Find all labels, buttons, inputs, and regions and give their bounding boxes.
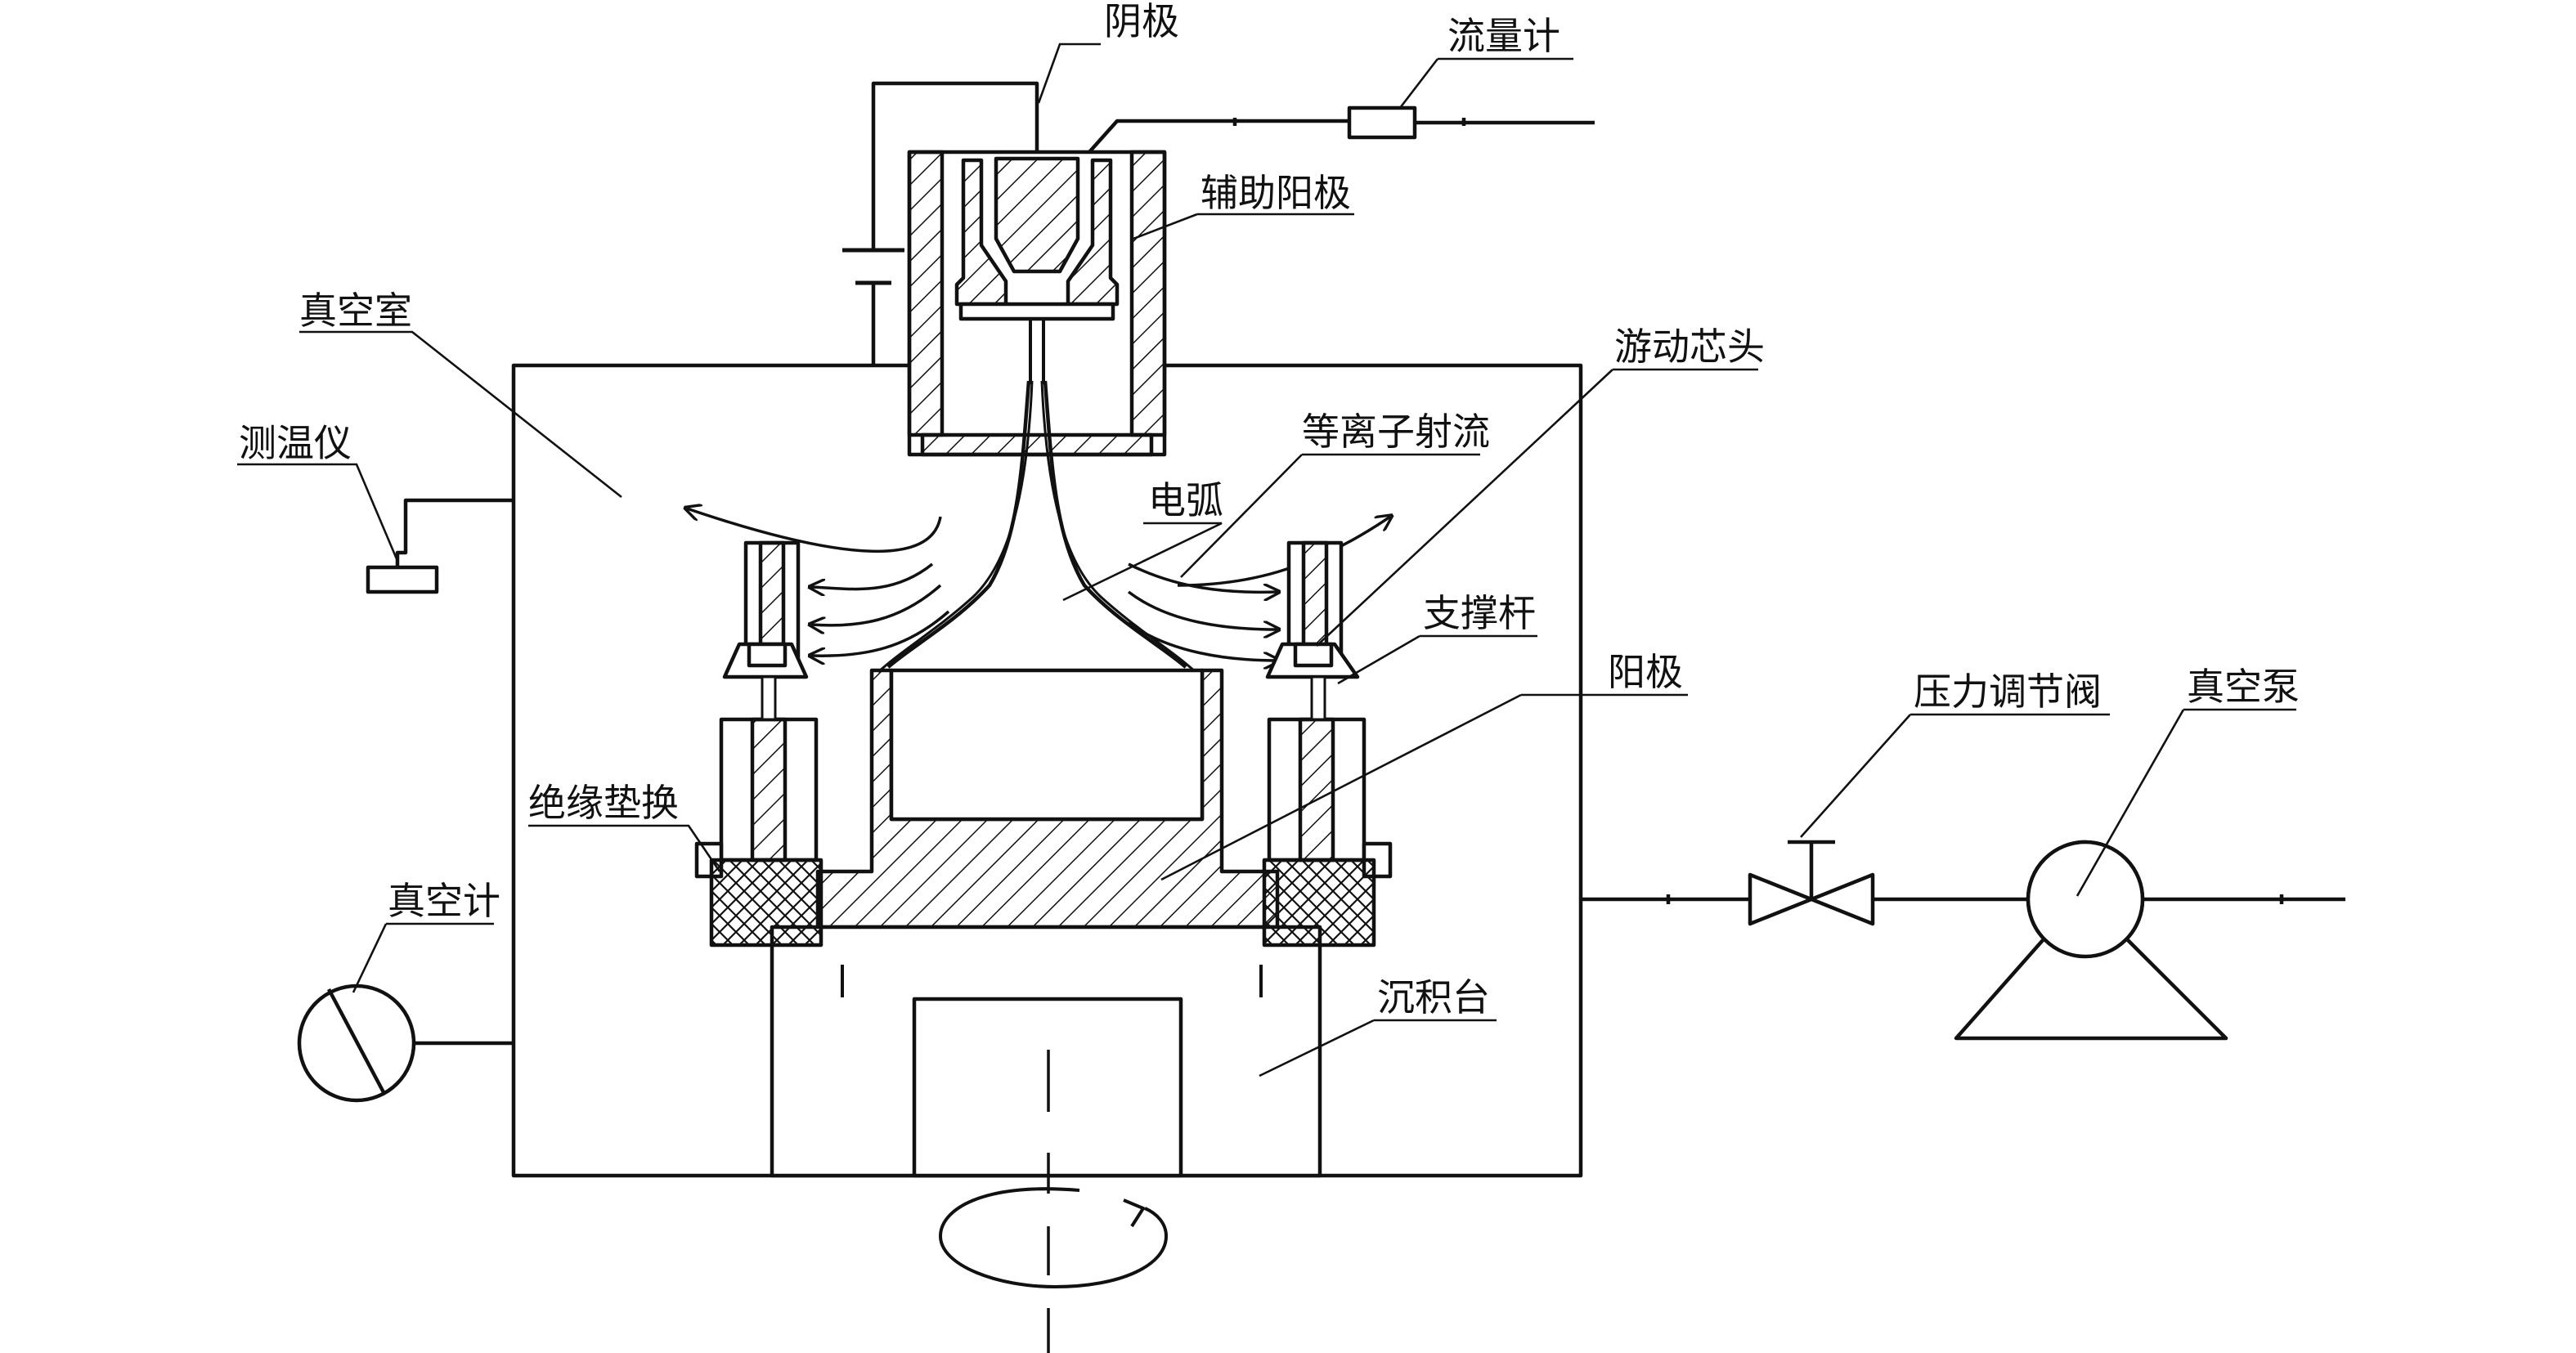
label-flowmeter: 流量计 [1447, 14, 1560, 58]
label-vacuum-gauge: 真空计 [388, 879, 500, 923]
label-plasma-jet: 等离子射流 [1302, 410, 1490, 454]
aux-anode-wall-left [907, 150, 945, 437]
flowmeter-body [1347, 105, 1417, 140]
label-pressure-valve: 压力调节阀 [1914, 670, 2102, 714]
torch-bottom-ring [920, 432, 1154, 457]
label-vacuum-chamber: 真空室 [299, 289, 412, 333]
aux-anode-inner-right [1066, 158, 1120, 307]
insulating-gasket-right [1262, 858, 1376, 948]
labels: 阴极 流量计 辅助阳极 真空室 游动芯头 测温仪 等离子射流 电弧 支撑杆 阳极… [239, 0, 2300, 1019]
anode-cavity [889, 668, 1205, 822]
leader-lines [237, 43, 2296, 1077]
torch-assembly [907, 150, 1167, 457]
power-supply-wire [842, 81, 1039, 365]
rotation-arrow [939, 1187, 1168, 1288]
label-cathode: 阴极 [1104, 0, 1179, 43]
label-arc: 电弧 [1148, 478, 1223, 522]
support-rod-right [1262, 540, 1393, 948]
thermometer [366, 498, 514, 594]
aux-anode-wall-right [1129, 150, 1167, 437]
label-anode: 阳极 [1608, 650, 1683, 694]
insulating-gasket-left [709, 858, 824, 948]
label-support-rod: 支撑杆 [1423, 591, 1536, 635]
support-rod-left [694, 540, 824, 948]
label-thermometer: 测温仪 [239, 421, 352, 465]
cathode-body [994, 156, 1080, 274]
label-insulating-gasket: 绝缘垫换 [528, 781, 679, 825]
plasma-flow-arrows [687, 508, 1390, 661]
gas-line [1088, 105, 1595, 154]
label-aux-anode: 辅助阳极 [1200, 171, 1351, 215]
label-vacuum-pump: 真空泵 [2187, 665, 2300, 709]
label-floating-core: 游动芯头 [1614, 325, 1765, 369]
exhaust-line [1581, 840, 2345, 1041]
vacuum-gauge [297, 983, 514, 1103]
label-deposition-stage: 沉积台 [1377, 975, 1490, 1019]
plasma-arc [877, 380, 1197, 674]
